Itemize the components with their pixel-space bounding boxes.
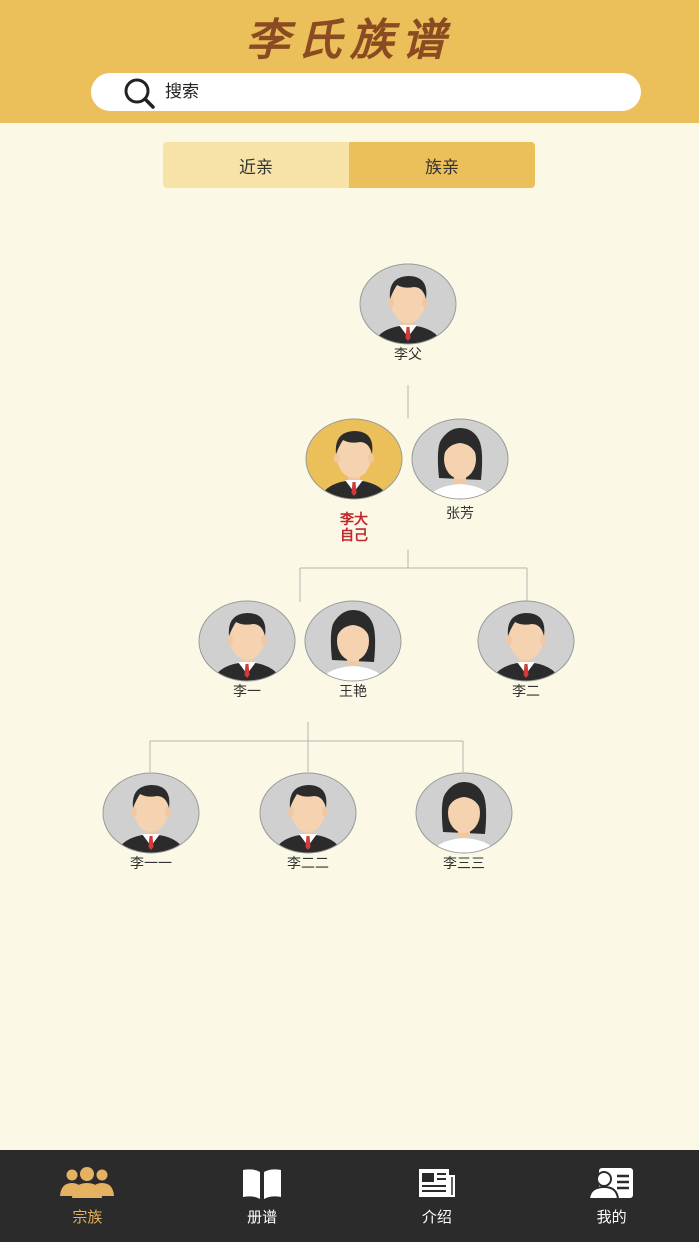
- male-avatar-icon: [259, 772, 357, 854]
- female-avatar-icon: [304, 600, 402, 682]
- search-icon[interactable]: [119, 77, 159, 109]
- female-avatar-icon: [411, 418, 509, 500]
- profile-card-icon: [587, 1168, 633, 1200]
- person-card-li-yi[interactable]: 李一: [197, 600, 297, 700]
- person-name: 李三三: [443, 856, 485, 872]
- tree-connectors: [149, 385, 528, 772]
- male-avatar-icon: [359, 263, 457, 345]
- person-card-wang-yan[interactable]: 王艳: [303, 600, 403, 700]
- nav-item-intro[interactable]: 介绍: [350, 1150, 525, 1242]
- tab-near-relatives[interactable]: 近亲: [163, 142, 349, 188]
- nav-label: 我的: [596, 1208, 627, 1226]
- newspaper-icon: [418, 1169, 455, 1197]
- person-name: 李父: [394, 347, 422, 363]
- person-card-zhang-fang[interactable]: 张芳: [410, 418, 510, 522]
- book-icon: [243, 1169, 282, 1199]
- person-name: 李二: [512, 684, 540, 700]
- nav-label: 宗族: [72, 1208, 103, 1226]
- person-card-li-sansan[interactable]: 李三三: [414, 772, 514, 872]
- self-avatar-icon: [305, 418, 403, 500]
- person-card-li-er[interactable]: 李二: [476, 600, 576, 700]
- self-tag: 自己: [340, 528, 368, 544]
- person-card-li-erer[interactable]: 李二二: [258, 772, 358, 872]
- nav-item-mine[interactable]: 我的: [524, 1150, 699, 1242]
- app-header: 李氏族谱: [0, 0, 699, 123]
- nav-label: 介绍: [421, 1208, 452, 1226]
- male-avatar-icon: [102, 772, 200, 854]
- person-name: 张芳: [446, 506, 474, 522]
- nav-label: 册谱: [247, 1208, 278, 1226]
- nav-item-book[interactable]: 册谱: [175, 1150, 350, 1242]
- tab-clan-relatives[interactable]: 族亲: [349, 142, 535, 188]
- person-name: 李一: [233, 684, 261, 700]
- relation-tabs: 近亲 族亲: [163, 142, 535, 188]
- nav-item-clan[interactable]: 宗族: [0, 1150, 175, 1242]
- person-card-li-da[interactable]: 李大 自己: [304, 418, 404, 544]
- search-bar[interactable]: [91, 73, 641, 111]
- app-title: 李氏族谱: [245, 15, 454, 66]
- person-name: 李大: [340, 512, 368, 528]
- male-avatar-icon: [477, 600, 575, 682]
- person-name: 李二二: [287, 856, 329, 872]
- search-input[interactable]: [165, 73, 625, 111]
- clan-icon: [60, 1167, 115, 1198]
- male-avatar-icon: [198, 600, 296, 682]
- person-card-li-yiyi[interactable]: 李一一: [101, 772, 201, 872]
- bottom-nav: 宗族 册谱 介绍: [0, 1150, 699, 1242]
- person-card-li-fu[interactable]: 李父: [358, 263, 458, 363]
- person-name: 李一一: [130, 856, 172, 872]
- person-name: 王艳: [339, 684, 367, 700]
- female-avatar-icon: [415, 772, 513, 854]
